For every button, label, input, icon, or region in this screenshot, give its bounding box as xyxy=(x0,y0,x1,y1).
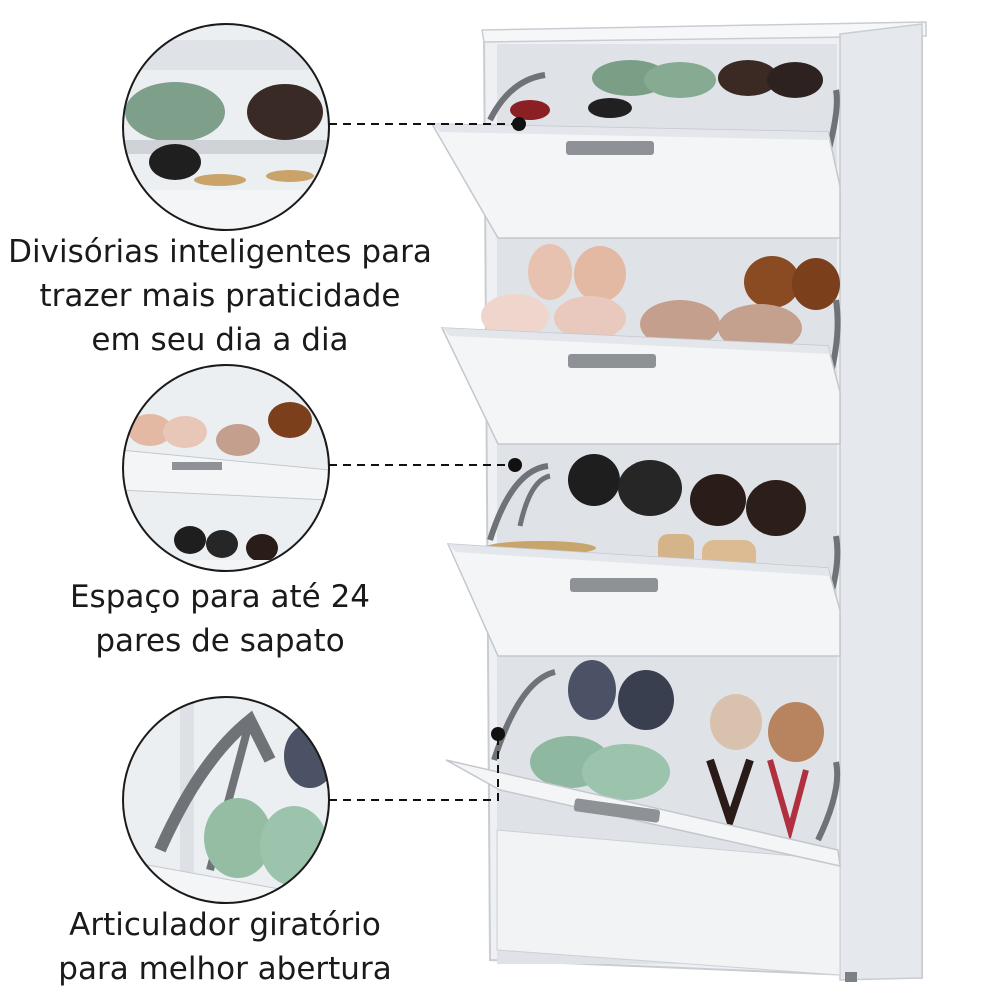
detail-circle-pivot xyxy=(122,696,330,904)
caption-line: em seu dia a dia xyxy=(91,322,349,358)
caption-line: pares de sapato xyxy=(95,623,345,659)
leader-lines xyxy=(329,123,518,801)
drawer-handle[interactable] xyxy=(566,141,654,155)
leader-dot xyxy=(512,117,526,131)
shelf-4 xyxy=(445,660,841,867)
shelf-2 xyxy=(440,244,841,445)
caption-line: Espaço para até 24 xyxy=(69,579,371,615)
caption-capacity: Espaço para até 24 pares de sapato xyxy=(0,575,440,663)
shelf-3 xyxy=(446,454,841,657)
caption-line: Articulador giratório xyxy=(69,907,381,943)
detail-circle-capacity xyxy=(122,364,330,572)
drawer-handle[interactable] xyxy=(570,578,658,592)
caption-line: para melhor abertura xyxy=(58,951,392,987)
caption-pivot: Articulador giratório para melhor abertu… xyxy=(0,903,450,991)
caption-dividers: Divisórias inteligentes para trazer mais… xyxy=(0,230,440,362)
drawer-handle[interactable] xyxy=(573,798,661,823)
leader-dot xyxy=(508,458,522,472)
caption-line: Divisórias inteligentes para xyxy=(8,234,432,270)
detail-circle-dividers xyxy=(122,23,330,231)
shelf-1 xyxy=(430,60,841,239)
drawer-handle[interactable] xyxy=(568,354,656,368)
leader-dot xyxy=(491,727,505,741)
caption-line: trazer mais praticidade xyxy=(39,278,401,314)
